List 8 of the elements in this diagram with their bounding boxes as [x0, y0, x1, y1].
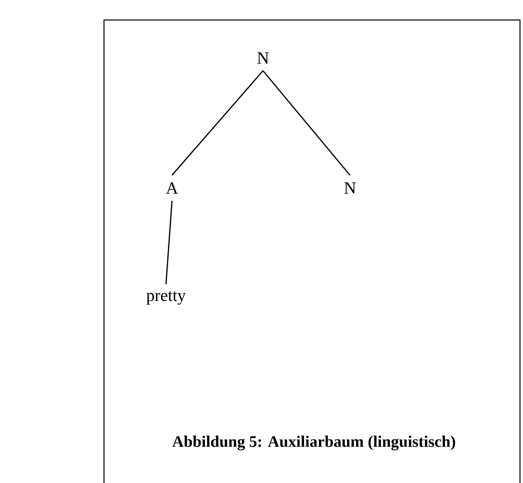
tree-label: N — [257, 52, 269, 64]
branch-line — [262, 70, 350, 176]
tree-label: N — [344, 182, 356, 194]
caption: Abbildung 5: Auxiliarbaum (linguistisch) — [172, 436, 456, 450]
branch-line — [165, 200, 173, 284]
tree-label: A — [166, 182, 178, 194]
tree-label: pretty — [146, 291, 186, 305]
branch-line — [172, 70, 264, 176]
